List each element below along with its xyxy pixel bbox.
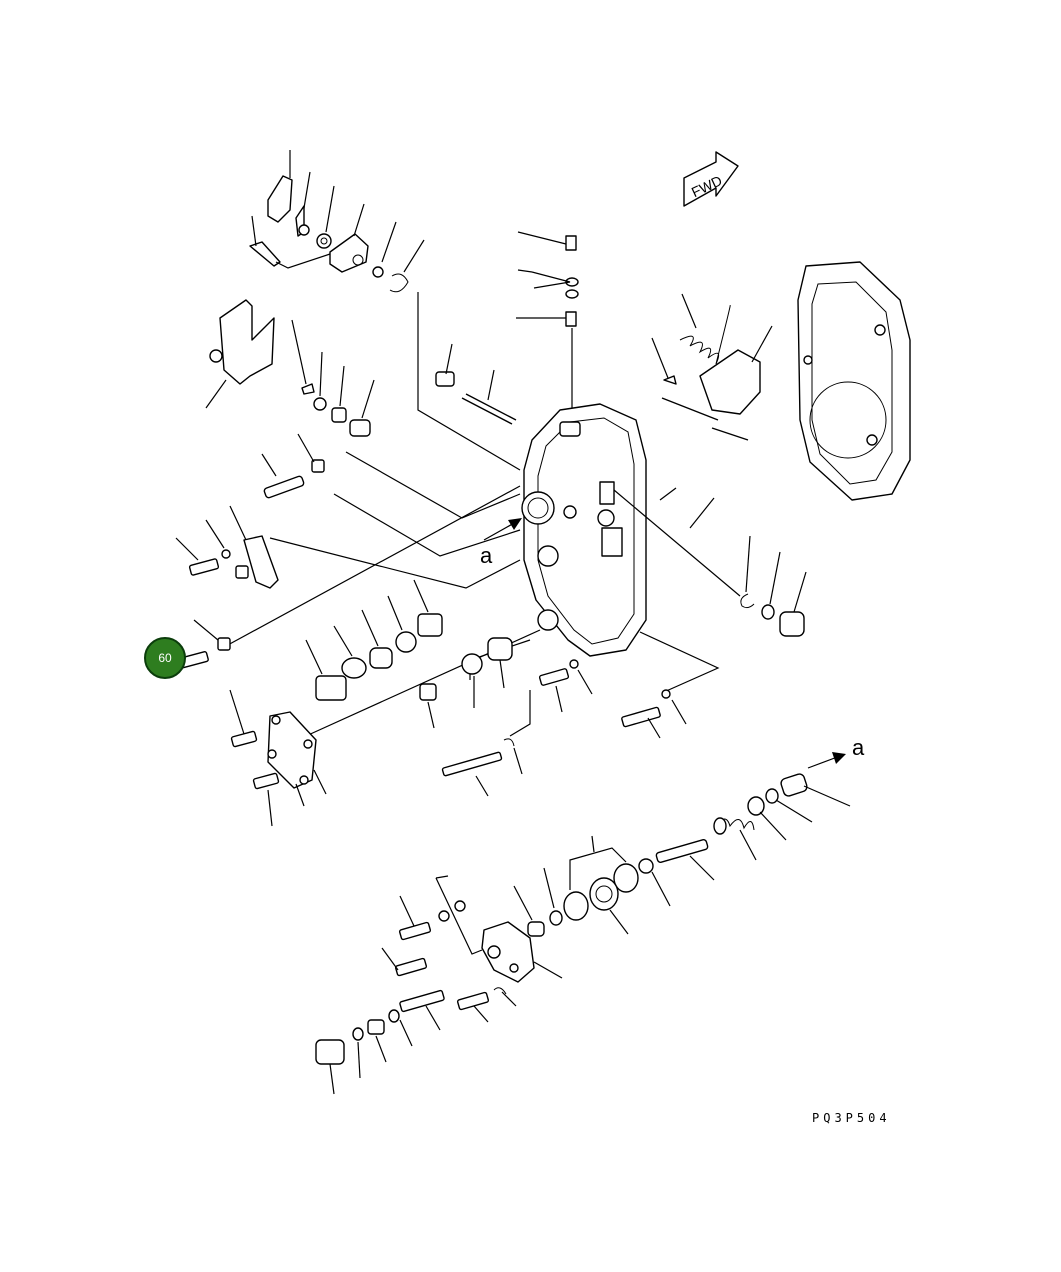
fwd-arrow: FWD [683, 151, 739, 207]
bracket [205, 299, 275, 409]
lever-spring [651, 293, 773, 441]
arrow-label-a-left: a [480, 543, 493, 568]
small-parts-upper [291, 319, 517, 437]
right-small-parts [740, 535, 807, 637]
part-callout-number: 60 [158, 651, 172, 665]
arrow-a-left: a [480, 518, 522, 568]
leader-lines [225, 292, 741, 737]
part-callout-badge[interactable]: 60 [144, 637, 186, 679]
pump-body [315, 875, 563, 1095]
lower-parts-chain [513, 773, 851, 937]
top-bolts [516, 231, 579, 430]
parts-row-left [169, 433, 513, 729]
bolts-row [441, 659, 687, 797]
governor-housing [521, 403, 647, 657]
drawing-code: PQ3P504 [812, 1111, 891, 1125]
lever-assembly [249, 150, 425, 293]
gear-cover [797, 261, 911, 501]
cover-plate [229, 689, 327, 827]
arrow-label-a-right: a [852, 735, 865, 760]
arrow-a-right: a [807, 735, 865, 769]
